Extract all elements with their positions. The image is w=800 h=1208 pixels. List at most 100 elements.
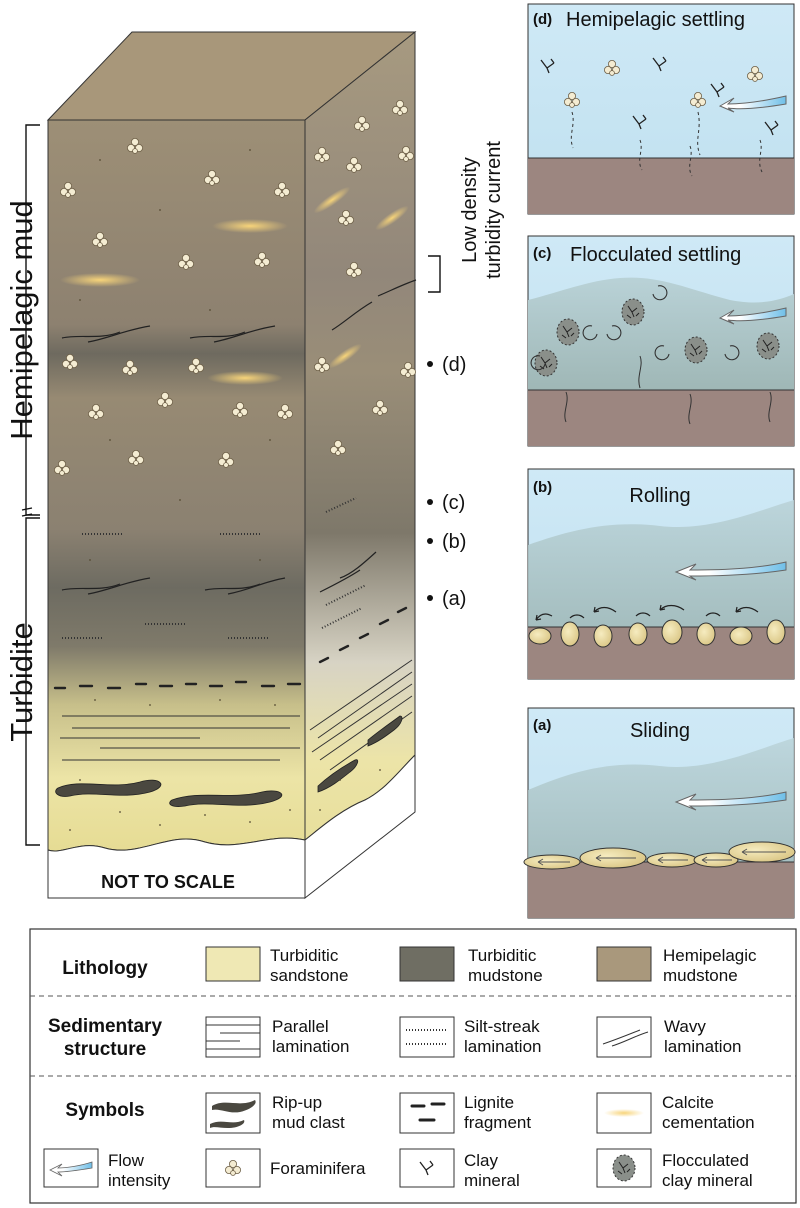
legend-label: Rip-up bbox=[272, 1093, 322, 1112]
legend-label: Parallel bbox=[272, 1017, 329, 1036]
not-to-scale-label: NOT TO SCALE bbox=[101, 872, 235, 892]
turbulence-eddies bbox=[530, 285, 740, 371]
panel-title-b: Rolling bbox=[629, 485, 690, 507]
calcite-lens bbox=[60, 273, 140, 287]
panel-sliding bbox=[523, 707, 796, 919]
calcite-lens bbox=[328, 343, 362, 369]
seabed bbox=[528, 390, 794, 446]
lignite-fragment bbox=[53, 606, 408, 690]
unit-bracket-lower bbox=[21, 507, 40, 846]
turbid-plume bbox=[528, 277, 794, 390]
legend-label: Foraminifera bbox=[270, 1159, 366, 1178]
legend-label: Flow bbox=[108, 1151, 145, 1170]
legend-label: Clay bbox=[464, 1151, 499, 1170]
legend-label: clay mineral bbox=[662, 1171, 753, 1190]
legend-label: Flocculated bbox=[662, 1151, 749, 1170]
swatch-rip-up-mud-clast bbox=[205, 1092, 261, 1134]
panel-flocculated-settling bbox=[527, 235, 795, 447]
panel-tag-a: (a) bbox=[533, 717, 551, 734]
legend-heading-structure-line2: structure bbox=[64, 1039, 146, 1060]
legend-heading-structure-line1: Sedimentary bbox=[48, 1016, 162, 1037]
legend-label: lamination bbox=[464, 1037, 542, 1056]
calcite-lens bbox=[207, 371, 283, 385]
marker-label-d: (d) bbox=[442, 354, 466, 376]
settling-trails bbox=[564, 355, 772, 425]
legend-label: intensity bbox=[108, 1171, 171, 1190]
rolling-arrows bbox=[535, 604, 759, 621]
flow-intensity-arrow bbox=[718, 307, 787, 325]
sliding-arrows bbox=[537, 848, 786, 866]
swatch-calcite-cementation bbox=[596, 1092, 652, 1134]
marker-label-c: (c) bbox=[442, 492, 465, 514]
swatch-silt-streak-lamination bbox=[399, 1016, 455, 1058]
rolling-grains bbox=[528, 619, 786, 648]
unit-label-turbidite: Turbidite bbox=[4, 622, 39, 741]
calcite-lens bbox=[212, 219, 288, 233]
legend-label: mineral bbox=[464, 1171, 520, 1190]
sand-stipple bbox=[69, 149, 381, 831]
flow-intensity-arrow bbox=[674, 791, 787, 811]
legend-label: mud clast bbox=[272, 1113, 345, 1132]
block-base-front bbox=[47, 837, 306, 899]
legend-label: lamination bbox=[664, 1037, 742, 1056]
legend-label: cementation bbox=[662, 1113, 755, 1132]
calcite-lens bbox=[375, 205, 409, 231]
low-density-bracket bbox=[428, 255, 441, 293]
panel-tag-b: (b) bbox=[533, 479, 552, 496]
legend-label: lamination bbox=[272, 1037, 350, 1056]
panel-tag-d: (d) bbox=[533, 11, 552, 28]
swatch-flow-intensity bbox=[43, 1148, 99, 1188]
legend-label: mudstone bbox=[468, 966, 543, 985]
panel-title-c: Flocculated settling bbox=[570, 244, 741, 266]
legend-label: sandstone bbox=[270, 966, 348, 985]
low-density-label-line2: turbidity current bbox=[483, 141, 505, 279]
silt-streak-lamination bbox=[62, 497, 367, 639]
swatch-hemipelagic-mudstone bbox=[596, 946, 652, 982]
legend-label: Silt-streak bbox=[464, 1017, 540, 1036]
swatch-clay-mineral bbox=[399, 1148, 455, 1188]
legend bbox=[29, 928, 797, 1204]
swatch-parallel-lamination bbox=[205, 1016, 261, 1058]
legend-label: fragment bbox=[464, 1113, 531, 1132]
panel-tag-c: (c) bbox=[533, 245, 551, 262]
legend-label: Lignite bbox=[464, 1093, 514, 1112]
legend-label: Turbiditic bbox=[468, 946, 537, 965]
swatch-flocculated-clay-mineral bbox=[596, 1148, 652, 1188]
unit-label-hemipelagic-mud: Hemipelagic mud bbox=[4, 200, 39, 440]
calcite-lens bbox=[313, 186, 351, 214]
legend-heading-symbols: Symbols bbox=[65, 1100, 144, 1121]
panel-hemipelagic-settling bbox=[527, 3, 795, 215]
unit-bracket-upper bbox=[25, 124, 40, 516]
flow-intensity-arrow bbox=[718, 95, 787, 113]
legend-label: Wavy bbox=[664, 1017, 706, 1036]
swatch-turbiditic-sandstone bbox=[205, 946, 261, 982]
swatch-lignite-fragment bbox=[399, 1092, 455, 1134]
block-base-side bbox=[304, 753, 416, 900]
low-density-label-line1: Low density bbox=[459, 157, 481, 263]
panel-title-d: Hemipelagic settling bbox=[566, 9, 745, 31]
marker-label-a: (a) bbox=[442, 588, 466, 610]
seabed bbox=[528, 862, 794, 918]
turbid-plume bbox=[528, 738, 794, 862]
legend-heading-lithology: Lithology bbox=[62, 958, 148, 979]
seabed bbox=[528, 158, 794, 214]
rip-up-mud-clast bbox=[55, 715, 403, 807]
settling-trails bbox=[570, 111, 763, 177]
legend-label: mudstone bbox=[663, 966, 738, 985]
swatch-foraminifera bbox=[205, 1148, 261, 1188]
legend-label: Hemipelagic bbox=[663, 946, 757, 965]
stratigraphic-column-block bbox=[21, 30, 441, 900]
legend-label: Calcite bbox=[662, 1093, 714, 1112]
legend-label: Turbiditic bbox=[270, 946, 339, 965]
marker-label-b: (b) bbox=[442, 531, 466, 553]
turbid-plume bbox=[528, 500, 794, 627]
swatch-turbiditic-mudstone bbox=[399, 946, 455, 982]
panel-rolling bbox=[527, 468, 795, 680]
parallel-lamination bbox=[60, 659, 413, 771]
position-marker-dots bbox=[427, 361, 433, 601]
panel-title-a: Sliding bbox=[630, 720, 690, 742]
wavy-lamination bbox=[61, 279, 417, 595]
swatch-wavy-lamination bbox=[596, 1016, 652, 1058]
flow-intensity-arrow bbox=[674, 561, 787, 581]
